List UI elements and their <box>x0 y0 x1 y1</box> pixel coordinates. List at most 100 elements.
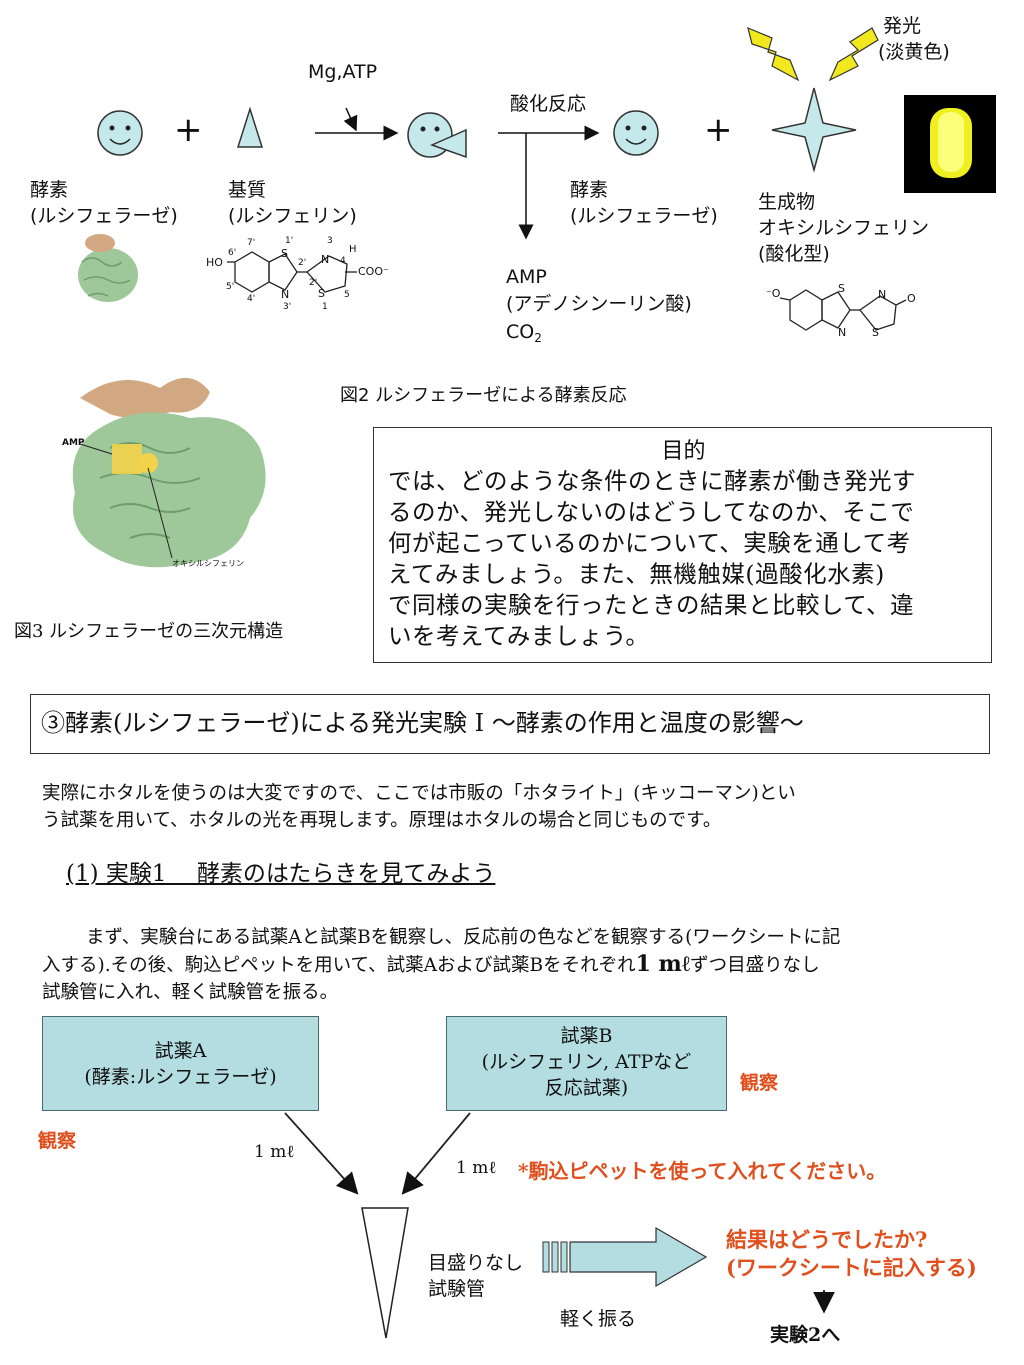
enzyme-name-label-2: (ルシフェラーゼ) <box>570 205 718 227</box>
luciferase-3d-structure <box>72 377 266 568</box>
product-name-label: オキシルシフェリン <box>758 217 930 239</box>
purpose-line: 何が起こっているのかについて、実験を通して考 <box>388 529 911 557</box>
oxyluciferin-structure-label: オキシルシフェリン <box>172 559 244 568</box>
reagent-b-desc: (ルシフェリン, ATPなど <box>481 1051 692 1073</box>
atom-label: N <box>838 326 847 339</box>
purpose-box: 目的 では、どのような条件のときに酵素が働き発光す るのか、発光しないのはどうし… <box>373 427 992 663</box>
experiment1-line: 試験管に入れ、軽く試験管を振る。 <box>42 982 339 1003</box>
co2-label: CO2 <box>506 321 542 345</box>
figure3-caption: 図3 ルシフェラーゼの三次元構造 <box>14 621 284 642</box>
next-step-label: 実験2へ <box>770 1324 841 1346</box>
reagent-b-desc-2: 反応試薬) <box>544 1077 629 1099</box>
reagent-b-box: 試薬B (ルシフェリン, ATPなど 反応試薬) <box>446 1016 727 1111</box>
atom-label: 7' <box>247 238 256 248</box>
pipette-note: *駒込ピペットを使って入れてください。 <box>518 1159 887 1183</box>
luminescence-photo <box>904 95 996 193</box>
experiment1-line: 入する).その後、駒込ピペットを用いて、試薬Aおよび試薬Bをそれぞれ1 mℓずつ… <box>42 951 820 977</box>
enzyme-substrate-complex-icon <box>407 112 467 159</box>
amp-name-label: (アデノシンーリン酸) <box>506 293 692 315</box>
atom-label: O <box>907 292 916 305</box>
observe-label-a: 観察 <box>38 1130 77 1152</box>
oxyluciferin-structure <box>779 289 907 331</box>
volume-highlight: 1 mℓ <box>635 951 691 977</box>
substrate-label: 基質 <box>228 179 267 201</box>
amp-structure-label: AMP <box>62 438 85 448</box>
test-tube-icon <box>361 1207 409 1339</box>
atom-label: 6' <box>228 248 237 258</box>
purpose-line: で同様の実験を行ったときの結果と比較して、違 <box>388 591 915 619</box>
enzyme-label-2: 酵素 <box>570 179 609 201</box>
procedure-flow-diagram <box>284 1112 835 1339</box>
atom-label: 2' <box>298 258 307 268</box>
experiment1-paragraph: まず、実験台にある試薬Aと試薬Bを観察し、反応前の色などを観察する(ワークシート… <box>42 924 1017 1006</box>
purpose-title: 目的 <box>661 439 706 464</box>
intro-line: 実際にホタルを使うのは大変ですので、ここでは市販の「ホタライト」(キッコーマン)… <box>42 783 796 804</box>
reagent-a-desc: (酵素:ルシフェラーゼ) <box>84 1066 277 1088</box>
oxidation-label: 酸化反応 <box>510 93 587 115</box>
atom-label: 4' <box>247 294 256 304</box>
result-question: 結果はどうでしたか? (ワークシートに記入する) <box>726 1227 977 1280</box>
lightning-icon <box>747 26 800 82</box>
atom-label: S <box>281 247 288 260</box>
purpose-text: では、どのような条件のときに酵素が働き発光す るのか、発光しないのはどうしてなの… <box>388 466 979 652</box>
substrate-triangle-icon <box>236 106 264 148</box>
intro-paragraph: 実際にホタルを使うのは大変ですので、ここでは市販の「ホタライト」(キッコーマン)… <box>42 780 1002 834</box>
luciferin-structure <box>227 251 357 293</box>
reagent-a-box: 試薬A (酵素:ルシフェラーゼ) <box>42 1016 319 1111</box>
atom-label: N <box>281 288 290 301</box>
atom-label: HO <box>206 256 223 269</box>
plus-sign: + <box>174 110 203 150</box>
mg-atp-label: Mg,ATP <box>308 61 378 83</box>
volume-label-a: 1 mℓ <box>254 1142 295 1162</box>
observe-label-b: 観察 <box>740 1072 779 1094</box>
atom-label: 3 <box>327 236 333 246</box>
enzyme-smiley-icon-2 <box>613 110 659 156</box>
plus-sign-2: + <box>704 110 733 150</box>
reagent-a-title: 試薬A <box>154 1040 207 1062</box>
atom-label: N <box>321 253 330 266</box>
atom-label: S <box>838 282 845 295</box>
atom-label: 4 <box>340 256 346 266</box>
atom-label: 5 <box>344 290 350 300</box>
section-title: ③酵素(ルシフェラーゼ)による発光実験 Ⅰ ～酵素の作用と温度の影響～ <box>41 709 804 737</box>
amp-label: AMP <box>506 266 547 288</box>
section-heading: ③酵素(ルシフェラーゼ)による発光実験 Ⅰ ～酵素の作用と温度の影響～ <box>30 694 990 754</box>
enzyme-name-label: (ルシフェラーゼ) <box>30 205 178 227</box>
emission-label: 発光 <box>883 15 922 37</box>
tube-label: 目盛りなし 試験管 <box>428 1252 524 1300</box>
atom-label: H <box>349 244 357 255</box>
purpose-line: えてみましょう。また、無機触媒(過酸化水素) <box>388 560 885 588</box>
lightning-icon-2 <box>828 27 879 82</box>
atom-label: 3' <box>283 302 292 312</box>
intro-line: う試薬を用いて、ホタルの光を再現します。原理はホタルの場合と同じものです。 <box>42 810 722 831</box>
atom-label: S <box>872 326 879 339</box>
product-star-icon <box>771 87 857 173</box>
atom-label: 2' <box>309 278 318 288</box>
result-arrow-icon <box>569 1226 708 1288</box>
reaction-diagram <box>78 26 996 331</box>
purpose-line: るのか、発光しないのはどうしてなのか、そこで <box>388 498 915 526</box>
experiment1-line: まず、実験台にある試薬Aと試薬Bを観察し、反応前の色などを観察する(ワークシート… <box>86 927 841 948</box>
shaking-tubes-icon <box>542 1241 568 1273</box>
atom-label: 1' <box>285 236 294 246</box>
atom-label: S <box>318 287 325 300</box>
purpose-line: いを考えてみましょう。 <box>388 622 650 650</box>
figure2-caption: 図2 ルシフェラーゼによる酵素反応 <box>340 385 627 406</box>
atom-label: COO⁻ <box>358 265 389 278</box>
experiment1-heading: (1) 実験1 酵素のはたらきを見てみよう <box>66 861 496 887</box>
product-form-label: (酸化型) <box>758 243 830 265</box>
enzyme-smiley-icon <box>97 110 143 156</box>
enzyme-label: 酵素 <box>30 179 69 201</box>
substrate-name-label: (ルシフェリン) <box>228 205 357 227</box>
product-label: 生成物 <box>758 191 816 213</box>
luciferase-structure-thumbnail <box>78 234 138 302</box>
atom-label: 5' <box>226 282 235 292</box>
atom-label: 1 <box>322 302 328 312</box>
volume-label-b: 1 mℓ <box>456 1158 497 1178</box>
purpose-line: では、どのような条件のときに酵素が働き発光す <box>388 467 916 495</box>
shake-label: 軽く振る <box>560 1308 637 1330</box>
atom-label: N <box>878 288 887 301</box>
emission-color-label: (淡黄色) <box>878 41 950 63</box>
atom-label: ⁻O <box>766 287 781 300</box>
reagent-b-title: 試薬B <box>560 1025 613 1047</box>
